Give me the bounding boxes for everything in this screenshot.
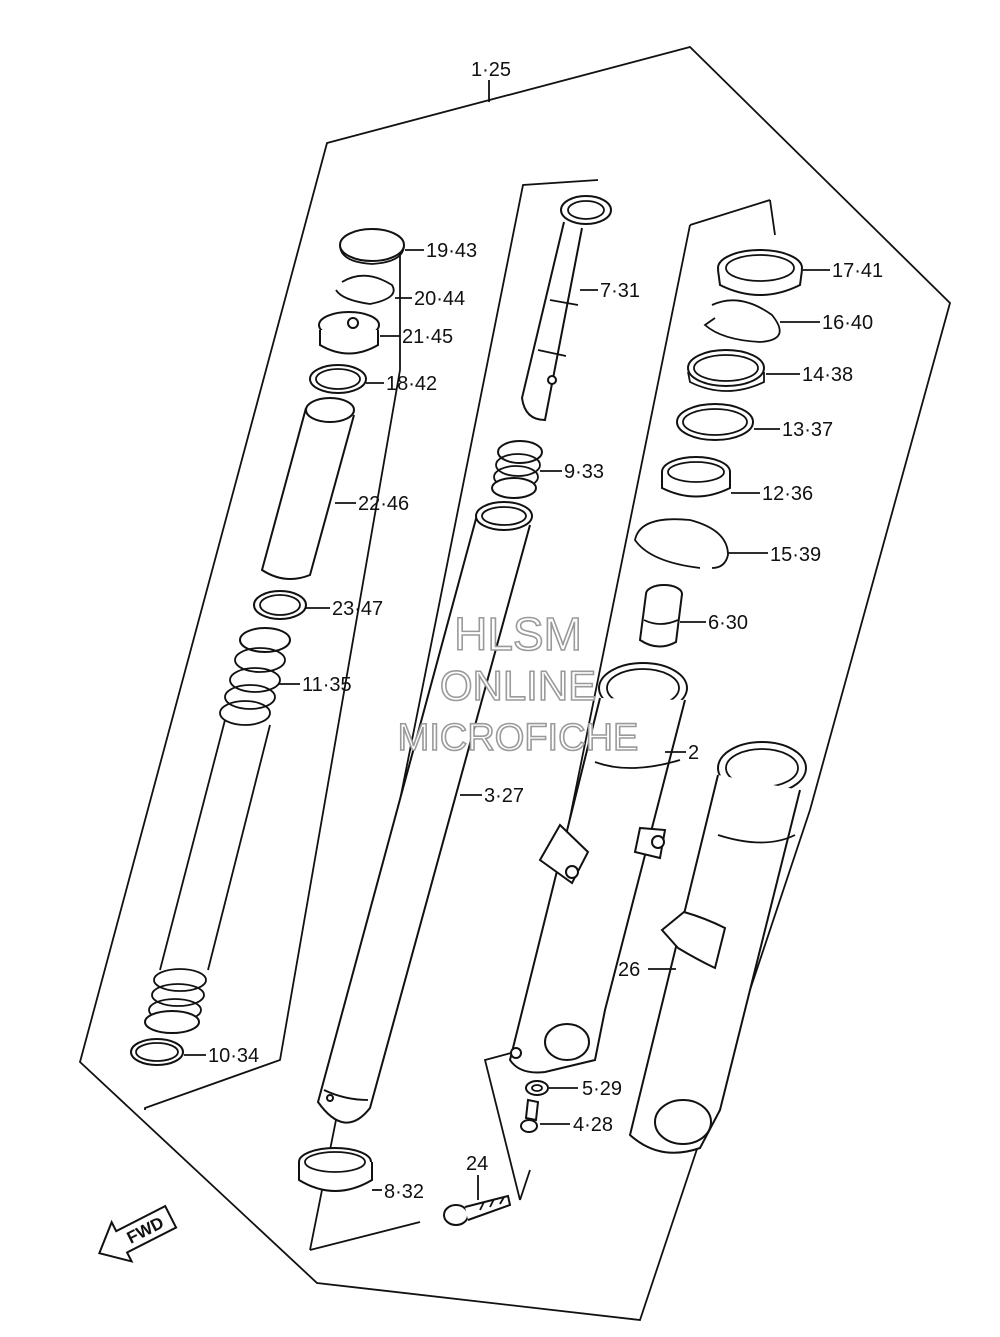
adjuster-part-21[interactable]	[318, 311, 380, 355]
stopper-ring-part-16[interactable]	[703, 299, 781, 343]
part-label-3[interactable]: 3·27	[484, 785, 524, 807]
part-label-6[interactable]: 6·30	[708, 612, 748, 634]
part-label-26[interactable]: 26	[618, 959, 640, 981]
assembly-ref-label[interactable]: 1·25	[471, 59, 511, 81]
svg-text:ONLINE: ONLINE	[440, 662, 596, 709]
part-label-4[interactable]: 4·28	[573, 1114, 613, 1136]
outer-tube-part-2[interactable]	[508, 662, 688, 1074]
part-label-15[interactable]: 15·39	[770, 544, 821, 566]
part-label-14[interactable]: 14·38	[802, 364, 853, 386]
rebound-spring-part-9[interactable]	[491, 440, 543, 499]
svg-text:HLSM: HLSM	[454, 608, 582, 660]
outer-tube-part-26[interactable]	[628, 741, 807, 1154]
part-label-13[interactable]: 13·37	[782, 419, 833, 441]
part-label-10[interactable]: 10·34	[208, 1045, 259, 1067]
guide-bushing-part-12[interactable]	[661, 456, 731, 498]
fwd-arrow-icon: FWD	[98, 1204, 178, 1263]
part-label-22[interactable]: 22·46	[358, 493, 409, 515]
part-label-9[interactable]: 9·33	[564, 461, 604, 483]
part-label-21[interactable]: 21·45	[402, 326, 453, 348]
spacer-part-22[interactable]	[260, 397, 355, 580]
part-label-12[interactable]: 12·36	[762, 483, 813, 505]
inner-tube-part-3[interactable]	[316, 501, 533, 1124]
part-label-2[interactable]: 2	[688, 742, 699, 764]
bolt-part-24[interactable]	[443, 1194, 512, 1226]
watermark: HLSM ONLINE MICROFICHE	[397, 607, 639, 760]
bushing-part-8[interactable]	[298, 1147, 373, 1192]
part-label-8[interactable]: 8·32	[384, 1181, 424, 1203]
part-label-20[interactable]: 20·44	[414, 288, 465, 310]
oil-lock-part-6[interactable]	[638, 584, 683, 648]
part-label-24[interactable]: 24	[466, 1153, 488, 1175]
part-label-19[interactable]: 19·43	[426, 240, 477, 262]
seal-washer-part-13[interactable]	[676, 403, 754, 441]
part-label-23[interactable]: 23·47	[332, 598, 383, 620]
part-label-5[interactable]: 5·29	[582, 1078, 622, 1100]
ring-part-15[interactable]	[634, 518, 729, 569]
oil-seal-part-14[interactable]	[687, 349, 765, 392]
part-label-18[interactable]: 18·42	[386, 373, 437, 395]
dust-seal-part-17[interactable]	[717, 249, 803, 296]
cap-part-19[interactable]	[339, 228, 405, 265]
bolt-part-4[interactable]	[520, 1098, 540, 1133]
svg-text:MICROFICHE: MICROFICHE	[398, 717, 639, 759]
spring-part-11[interactable]	[144, 627, 291, 1034]
part-label-17[interactable]: 17·41	[832, 260, 883, 282]
left-column-outline	[144, 240, 401, 1110]
circlip-part-20[interactable]	[335, 274, 395, 305]
part-label-16[interactable]: 16·40	[822, 312, 873, 334]
gasket-part-5[interactable]	[525, 1080, 549, 1096]
part-label-7[interactable]: 7·31	[600, 280, 640, 302]
part-label-11[interactable]: 11·35	[302, 674, 352, 696]
damper-rod-part-7[interactable]	[520, 195, 612, 422]
